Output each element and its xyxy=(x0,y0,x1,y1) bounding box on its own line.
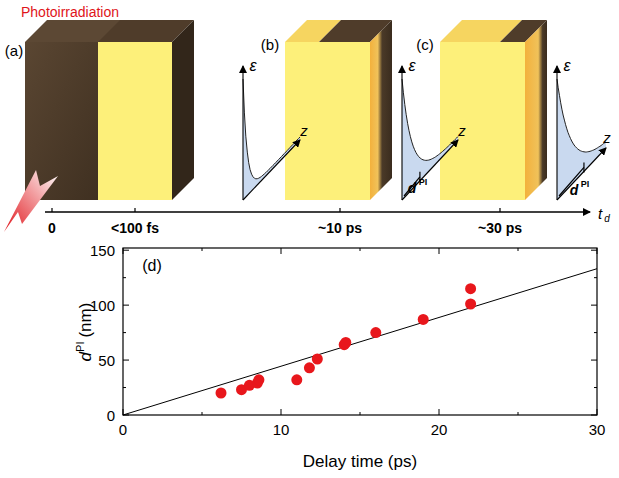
tick-label: 20 xyxy=(431,422,448,437)
z-axis xyxy=(557,148,606,200)
epsilon-axis xyxy=(401,66,402,200)
profile-area xyxy=(402,79,458,200)
profile-curve xyxy=(402,79,458,160)
tick-label: 150 xyxy=(90,243,115,258)
profile-area xyxy=(557,79,606,200)
excited-block xyxy=(98,20,194,200)
panel-label: (a) xyxy=(5,43,23,58)
axis-symbol: ε xyxy=(563,58,570,74)
depth-marker xyxy=(404,177,420,196)
depth-marker xyxy=(559,167,584,196)
depth-marker xyxy=(583,162,584,172)
tick-label: 0 xyxy=(107,408,115,423)
tick-label: 10 xyxy=(273,422,290,437)
plot-frame xyxy=(123,248,597,415)
time-label: <100 fs xyxy=(111,221,159,235)
axis-ticks xyxy=(123,248,597,415)
profile-curve xyxy=(557,79,606,152)
axis-label-symbol: d xyxy=(76,352,95,361)
tick-label: 30 xyxy=(589,422,606,437)
depth-superscript: PI xyxy=(581,180,590,189)
axis-symbol: ε xyxy=(408,58,415,74)
axis-symbol: z xyxy=(458,123,466,138)
excited-block xyxy=(285,20,392,200)
tick-label: 100 xyxy=(90,298,115,313)
fit-line xyxy=(123,269,597,415)
epsilon-axis xyxy=(556,66,557,200)
axis-label-superscript: PI xyxy=(74,342,86,352)
profile-curve xyxy=(243,79,300,179)
axis-symbol: z xyxy=(300,123,308,138)
time-axis xyxy=(45,211,590,212)
depth-superscript: PI xyxy=(419,178,428,187)
panel-label: (d) xyxy=(142,258,162,274)
time-label: 0 xyxy=(48,221,56,235)
axis-symbol: t xyxy=(598,206,602,221)
time-ticks xyxy=(52,208,500,212)
epsilon-axis xyxy=(242,66,243,200)
z-axis xyxy=(402,140,458,200)
z-axis xyxy=(243,140,300,200)
title-text: Photoirradiation xyxy=(21,5,119,19)
profile-plots xyxy=(243,66,606,200)
tick-label: 0 xyxy=(119,422,127,437)
depth-symbol: d xyxy=(570,183,579,197)
axis-symbol: ε xyxy=(249,58,256,74)
excited-block xyxy=(440,20,547,200)
axis-subscript: d xyxy=(604,214,610,224)
depth-symbol: d xyxy=(408,181,417,195)
time-label: ~10 ps xyxy=(318,221,362,235)
tick-label: 50 xyxy=(98,353,115,368)
panel-label: (c) xyxy=(416,37,434,52)
profile-area xyxy=(243,79,300,200)
time-label: ~30 ps xyxy=(478,221,522,235)
axis-label: Delay time (ps) xyxy=(303,453,417,470)
data-points xyxy=(216,283,477,398)
panel-label: (b) xyxy=(261,37,279,52)
axis-symbol: z xyxy=(603,130,611,145)
